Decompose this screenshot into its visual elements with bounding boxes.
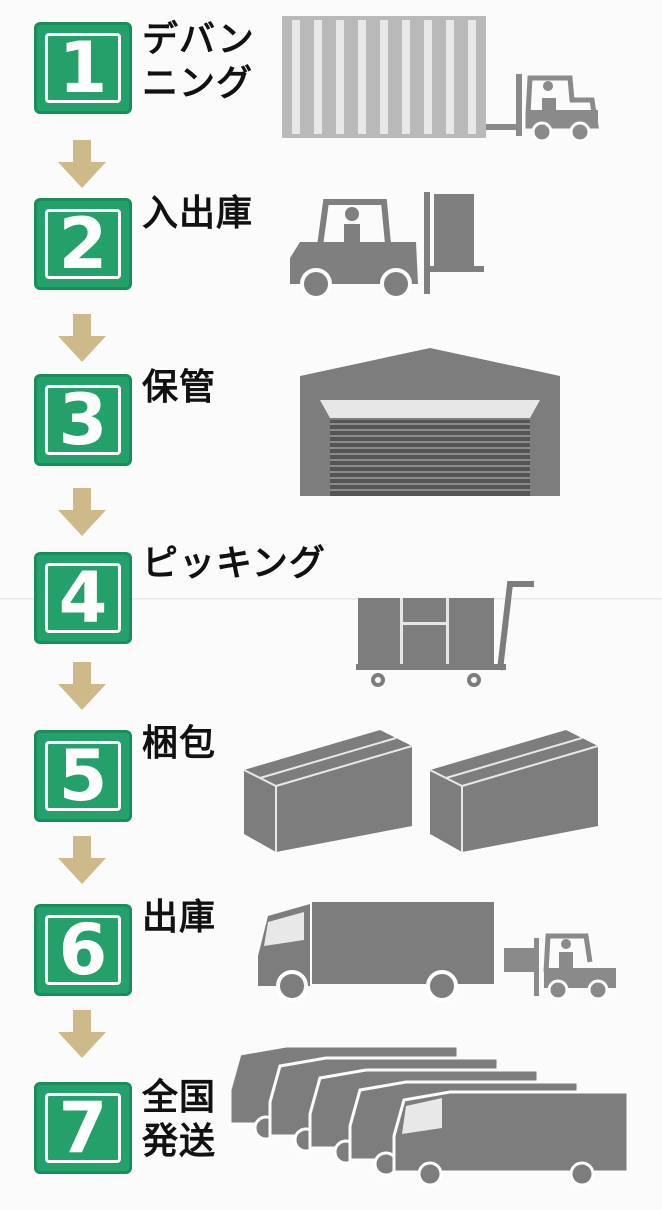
step-label: 全国 発送	[142, 1077, 217, 1162]
step-label: デバン ニング	[142, 19, 255, 104]
step-number: 6	[45, 915, 121, 985]
step-number: 3	[45, 385, 121, 455]
step-number: 4	[45, 563, 121, 633]
down-arrow-icon	[58, 488, 106, 536]
truck-forklift-icon	[258, 902, 616, 1002]
step-number: 7	[45, 1093, 121, 1163]
step-number-badge: 7	[34, 1082, 132, 1174]
step-4: 4 ピッキング	[0, 518, 662, 688]
step-number-badge: 5	[34, 730, 132, 822]
step-number: 1	[45, 33, 121, 103]
step-7: 7 全国 発送	[0, 1040, 662, 1210]
warehouse-icon	[300, 348, 560, 496]
step-number: 5	[45, 741, 121, 811]
step-number-badge: 4	[34, 552, 132, 644]
boxes-icon	[243, 730, 599, 852]
step-5: 5 梱包	[0, 692, 662, 862]
down-arrow-icon	[58, 836, 106, 884]
step-number: 2	[45, 209, 121, 279]
step-label: 出庫	[142, 897, 217, 938]
step-number-badge: 6	[34, 904, 132, 996]
cart-icon	[356, 581, 534, 687]
trucks-icon	[228, 1044, 630, 1186]
down-arrow-icon	[58, 1010, 106, 1058]
container-forklift-icon	[282, 16, 599, 142]
step-6: 6 出庫	[0, 866, 662, 1036]
step-3: 3 保管	[0, 344, 662, 514]
step-2: 2 入出庫	[0, 170, 662, 340]
step-label: 梱包	[142, 723, 217, 764]
step-label: 保管	[142, 367, 217, 408]
step-label: 入出庫	[142, 193, 254, 234]
down-arrow-icon	[58, 662, 106, 710]
step-label: ピッキング	[142, 543, 326, 584]
step-number-badge: 1	[34, 22, 132, 114]
down-arrow-icon	[58, 140, 106, 188]
down-arrow-icon	[58, 314, 106, 362]
step-number-badge: 3	[34, 374, 132, 466]
paper-fold-line	[0, 598, 662, 600]
step-1: 1 デバン ニング	[0, 0, 662, 170]
step-number-badge: 2	[34, 198, 132, 290]
forklift-icon	[290, 192, 484, 300]
